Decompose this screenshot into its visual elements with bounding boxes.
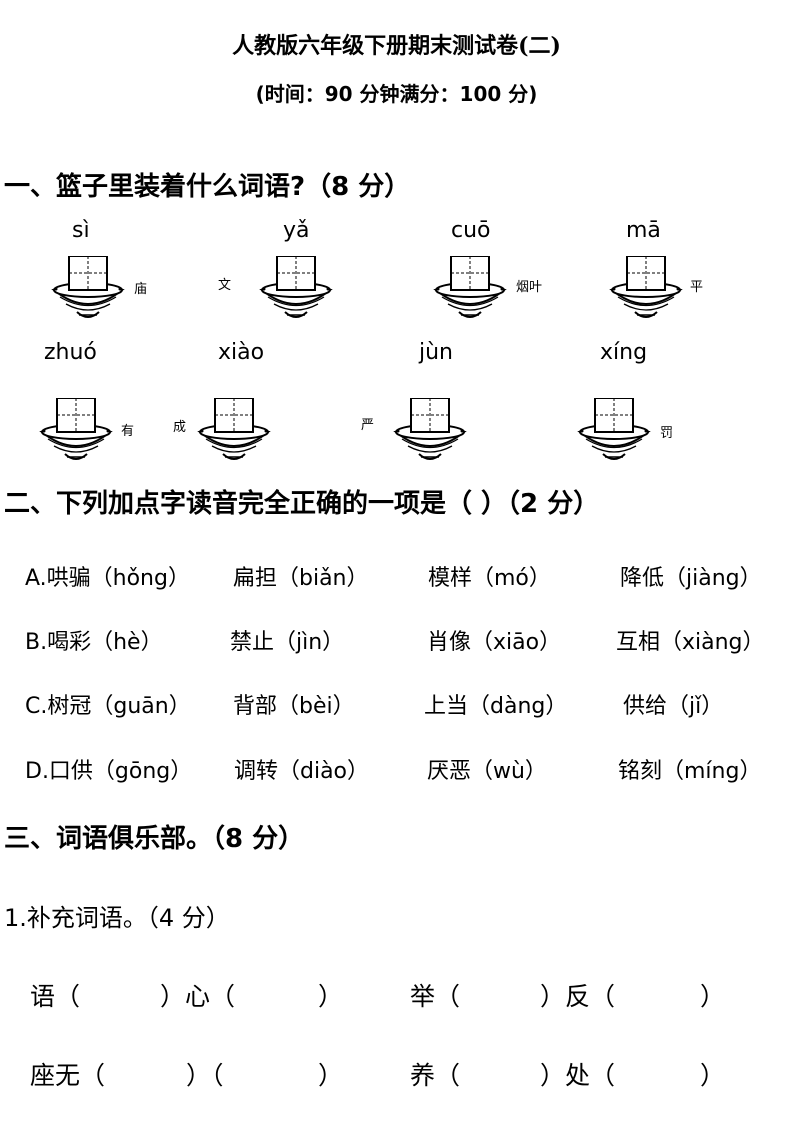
basket-side-text: 庙 — [134, 282, 148, 297]
fill-blank-text: 语（ — [30, 982, 81, 1011]
option-text: 扁担（biǎn） — [233, 566, 369, 591]
pinyin-label: xíng — [600, 340, 648, 365]
basket-icon — [41, 398, 111, 460]
fill-blank-text: ）处（ — [540, 1061, 616, 1090]
basket-side-text: 文 — [218, 278, 232, 293]
fill-blank-text: 举（ — [410, 982, 461, 1011]
pinyin-label: yǎ — [283, 218, 310, 243]
basket-icon — [395, 398, 465, 460]
fill-blank-text: 座无（ — [30, 1061, 106, 1090]
basket-icon — [53, 256, 123, 318]
fill-blank-text: ）（ — [186, 1061, 224, 1090]
option-text: 降低（jiàng） — [620, 566, 762, 591]
option-text: 肖像（xiāo） — [427, 630, 562, 655]
fill-blank-text: ）心（ — [160, 982, 236, 1011]
option-text: A.哄骗（hǒng） — [25, 566, 190, 591]
option-text: D.口供（gōng） — [25, 759, 193, 784]
fill-blank-text: ） — [318, 1061, 344, 1090]
option-text: B.喝彩（hè） — [25, 630, 163, 655]
basket-side-text: 平 — [690, 280, 704, 295]
page-title: 人教版六年级下册期末测试卷(二) — [232, 33, 561, 59]
fill-blank-text: ） — [700, 1061, 726, 1090]
basket-side-text: 有 — [121, 424, 135, 439]
fill-blank-text: 养（ — [410, 1061, 461, 1090]
option-text: 厌恶（wù） — [427, 759, 547, 784]
q2-heading: 二、下列加点字读音完全正确的一项是（ ）（2 分） — [4, 489, 600, 519]
page-subtitle: (时间：90 分钟满分：100 分) — [255, 82, 538, 106]
basket-icon — [579, 398, 649, 460]
option-text: 调转（diào） — [234, 759, 370, 784]
option-text: C.树冠（guān） — [25, 694, 191, 719]
basket-side-text: 烟叶 — [516, 280, 543, 295]
fill-blank-text: ）反（ — [540, 982, 616, 1011]
pinyin-label: mā — [626, 218, 661, 243]
basket-side-text: 严 — [361, 418, 375, 433]
option-text: 禁止（jìn） — [230, 630, 345, 655]
basket-side-text: 罚 — [660, 426, 674, 441]
option-text: 背部（bèi） — [233, 694, 355, 719]
pinyin-label: sì — [72, 218, 90, 243]
q1-heading: 一、篮子里装着什么词语?（8 分） — [4, 172, 411, 202]
option-text: 铭刻（míng） — [618, 759, 762, 784]
option-text: 上当（dàng） — [424, 694, 568, 719]
q3-heading: 三、词语俱乐部。（8 分） — [4, 824, 305, 854]
pinyin-label: cuō — [451, 218, 491, 243]
option-text: 互相（xiàng） — [616, 630, 765, 655]
fill-blank-text: ） — [700, 982, 726, 1011]
pinyin-label: zhuó — [44, 340, 97, 365]
basket-icon — [611, 256, 681, 318]
q3-subheading: 1.补充词语。（4 分） — [4, 904, 230, 932]
pinyin-label: xiào — [218, 340, 265, 365]
basket-side-text: 成 — [173, 420, 187, 435]
option-text: 供给（jǐ） — [623, 694, 724, 719]
basket-icon — [435, 256, 505, 318]
option-text: 模样（mó） — [428, 566, 551, 591]
basket-icon — [199, 398, 269, 460]
pinyin-label: jùn — [419, 340, 453, 365]
basket-icon — [261, 256, 331, 318]
fill-blank-text: ） — [318, 982, 344, 1011]
